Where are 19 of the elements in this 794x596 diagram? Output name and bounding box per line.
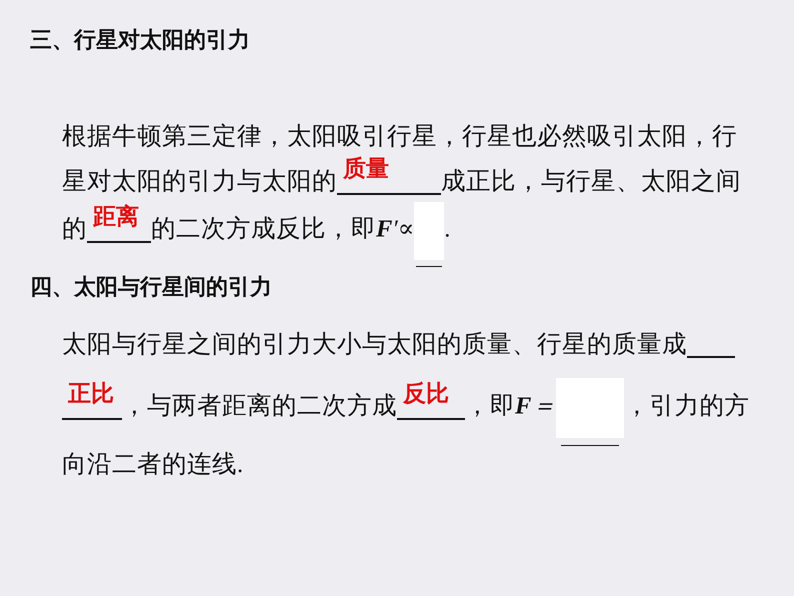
body-text: 根据牛顿第三定律，太阳吸引行星，行星也必然吸引太阳，行 <box>62 123 737 150</box>
answer-text: 正比 <box>68 378 114 408</box>
formula-text: F＝ <box>515 392 556 420</box>
section-heading: 四、太阳与行星间的引力 <box>30 274 272 299</box>
formula-text: F′∝ <box>376 216 414 243</box>
body-text: ，即 <box>465 392 515 420</box>
answer-text: 质量 <box>343 154 389 183</box>
body-text: 太阳与行星之间的引力大小与太阳的质量、行星的质量成 <box>62 331 687 358</box>
body-text: 的 <box>62 216 87 243</box>
body-text: 星对太阳的引力与太阳的 <box>62 168 337 195</box>
answer-text: 反比 <box>403 378 449 408</box>
body-text: . <box>444 216 450 243</box>
section-heading: 三、行星对太阳的引力 <box>30 27 250 52</box>
body-text: 的二次方成反比，即 <box>151 216 376 243</box>
answer-text: 距离 <box>93 202 139 231</box>
body-text: ，与两者距离的二次方成 <box>122 392 397 420</box>
body-text: ，引力的方 <box>624 392 750 420</box>
body-text: 成正比，与行星、太阳之间 <box>441 168 741 195</box>
body-text: 向沿二者的连线. <box>62 451 244 478</box>
